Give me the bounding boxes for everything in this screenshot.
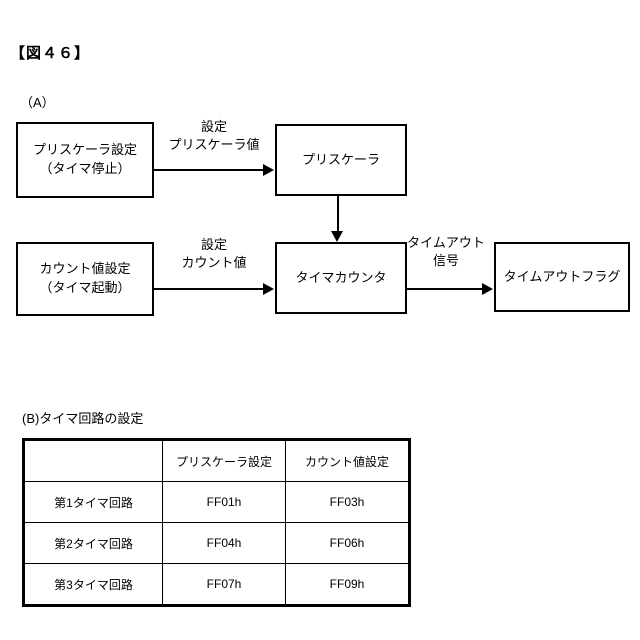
table-cell-prescaler-value: FF04h [162, 522, 286, 564]
block-prescaler-setting-label: プリスケーラ設定 （タイマ停止） [32, 142, 137, 176]
block-count-setting: カウント値設定 （タイマ起動） [16, 242, 154, 316]
arrow-right-icon [482, 283, 493, 295]
table-cell-count-value: FF09h [285, 563, 409, 605]
table-cell-prescaler-value: FF01h [162, 481, 286, 523]
table-header-prescaler-setting: プリスケーラ設定 [162, 440, 286, 482]
table-header-count-setting: カウント値設定 [285, 440, 409, 482]
table-cell-circuit-name: 第3タイマ回路 [24, 563, 163, 605]
timer-circuit-settings-table: プリスケーラ設定 カウント値設定 第1タイマ回路 FF01h FF03h 第2タ… [22, 438, 411, 607]
block-timeout-flag: タイムアウトフラグ [494, 242, 630, 312]
block-count-setting-label: カウント値設定 （タイマ起動） [39, 261, 131, 295]
table-cell-count-value: FF03h [285, 481, 409, 523]
edge-label-set-count-value: 設定 カウント値 [181, 237, 247, 270]
edge-label-timeout-signal: タイムアウト 信号 [407, 235, 485, 268]
arrow-down-icon [331, 231, 343, 242]
arrow-count-setting-to-timer-counter-line [154, 288, 264, 290]
table-header-blank [24, 440, 163, 482]
arrow-right-icon [263, 164, 274, 176]
table-row: 第1タイマ回路 FF01h FF03h [24, 481, 409, 523]
table-cell-circuit-name: 第1タイマ回路 [24, 481, 163, 523]
block-timer-counter-label: タイマカウンタ [295, 269, 387, 285]
arrow-timer-counter-to-timeout-flag-line [407, 288, 483, 290]
block-prescaler-setting: プリスケーラ設定 （タイマ停止） [16, 122, 154, 198]
table-cell-count-value: FF06h [285, 522, 409, 564]
table-cell-circuit-name: 第2タイマ回路 [24, 522, 163, 564]
block-prescaler: プリスケーラ [275, 124, 407, 196]
edge-label-set-prescaler-value: 設定 プリスケーラ値 [168, 119, 260, 152]
table-row: 第2タイマ回路 FF04h FF06h [24, 522, 409, 564]
table-row: 第3タイマ回路 FF07h FF09h [24, 563, 409, 605]
arrow-prescaler-setting-to-prescaler-line [154, 169, 264, 171]
section-a-label: （A） [20, 95, 55, 110]
section-b-label: (B)タイマ回路の設定 [22, 411, 144, 426]
arrow-prescaler-to-timer-counter-line [337, 196, 339, 232]
table-header-row: プリスケーラ設定 カウント値設定 [24, 440, 409, 482]
table-cell-prescaler-value: FF07h [162, 563, 286, 605]
block-timer-counter: タイマカウンタ [275, 242, 407, 314]
block-timeout-flag-label: タイムアウトフラグ [503, 268, 621, 284]
block-prescaler-label: プリスケーラ [301, 151, 380, 167]
figure-title: 【図４６】 [10, 45, 91, 62]
arrow-right-icon [263, 283, 274, 295]
